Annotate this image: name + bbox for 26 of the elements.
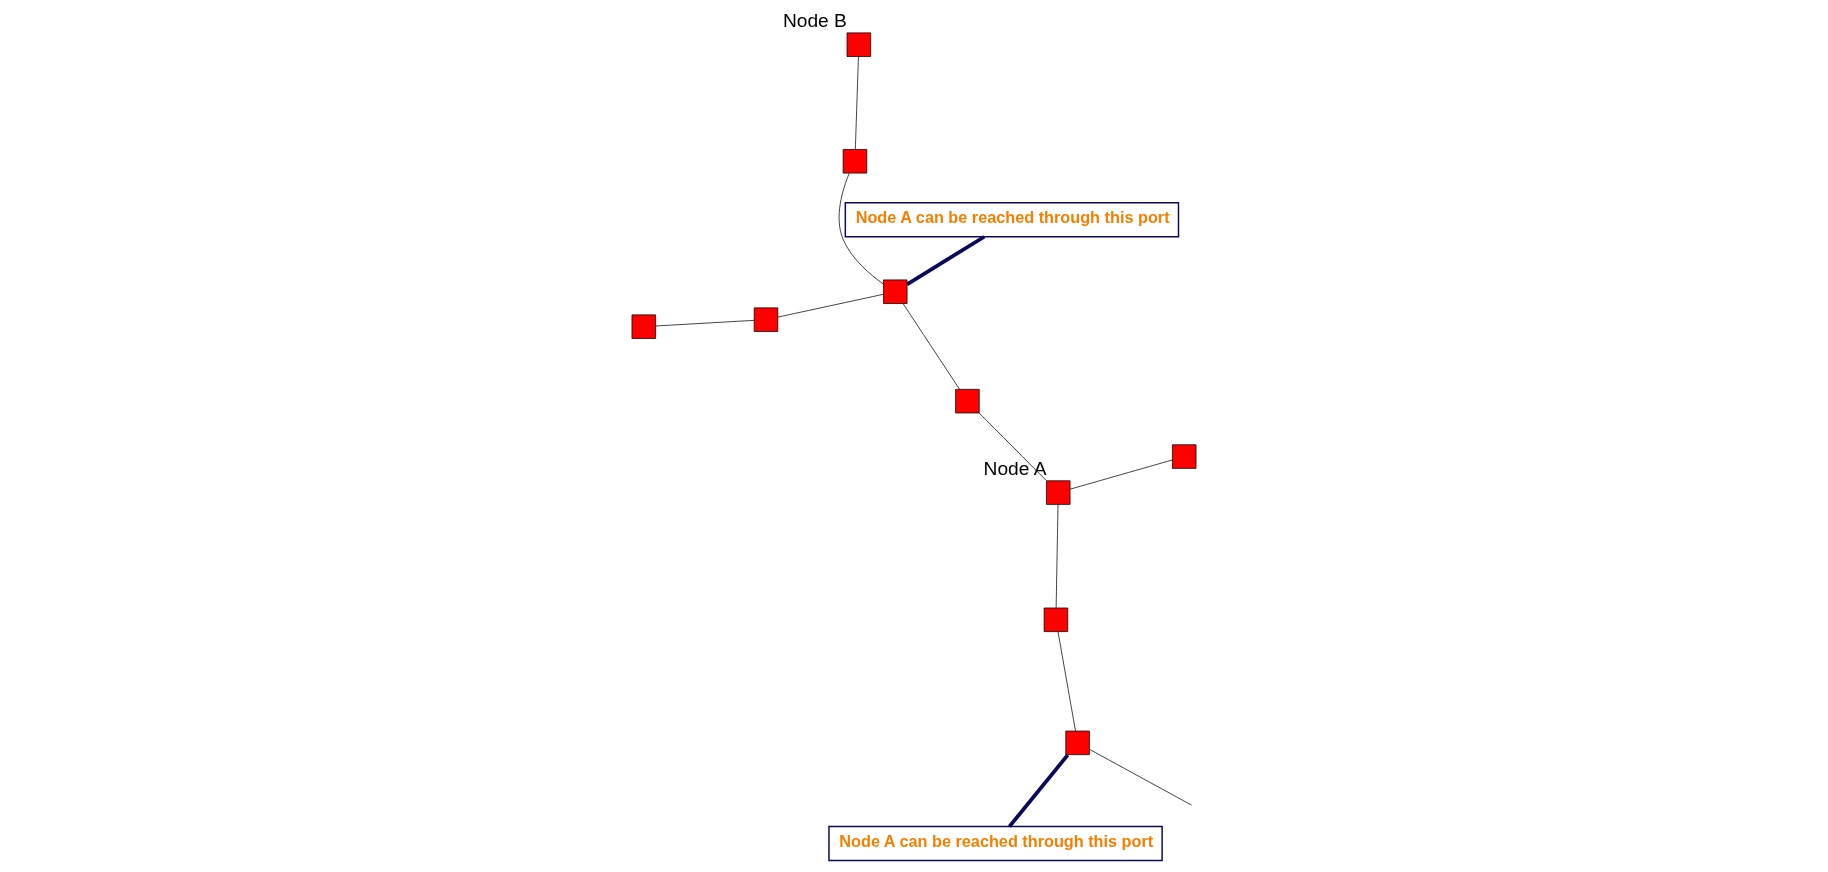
node-box [1046, 480, 1071, 505]
node-box: Node A can be reached through this port [828, 825, 1163, 862]
connector [838, 172, 884, 285]
node-box [955, 389, 980, 414]
connector [655, 320, 755, 327]
node-box [883, 279, 908, 304]
node-box [842, 149, 868, 174]
connector [1069, 459, 1173, 490]
node-box [1043, 607, 1069, 632]
node-box: Node A can be reached through this port [844, 201, 1180, 238]
connector [1057, 631, 1076, 732]
connector [1055, 504, 1059, 609]
connector [777, 293, 884, 318]
node-box [846, 32, 872, 57]
node-box [753, 307, 779, 332]
connector [978, 412, 1047, 481]
node-box [1065, 730, 1090, 756]
node-label: Node B [782, 9, 847, 31]
node-box [1172, 444, 1197, 469]
connector [855, 56, 859, 150]
connector [906, 235, 986, 286]
connector [902, 303, 960, 390]
connector [1089, 749, 1192, 806]
node-box [631, 314, 656, 339]
connector [1008, 753, 1070, 828]
node-label: Node A [983, 457, 1047, 479]
